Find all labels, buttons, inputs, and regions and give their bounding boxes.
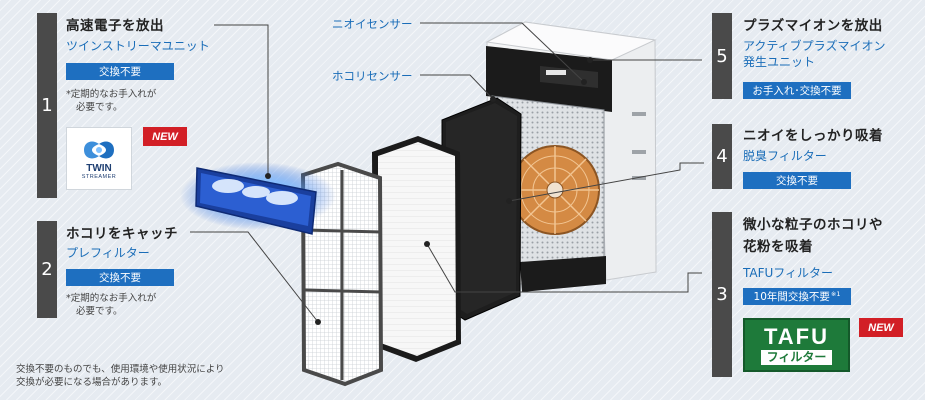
new-badge-tafu: NEW — [859, 318, 903, 337]
feature-number-2: 2 — [37, 221, 57, 318]
feature-4-badge: 交換不要 — [743, 172, 851, 189]
feature-2-note-line1: *定期的なお手入れが — [66, 293, 157, 304]
feature-3-badge-text: 10年間交換不要 — [753, 291, 830, 303]
prefilter-panel — [300, 161, 384, 387]
feature-number-4: 4 — [712, 124, 732, 189]
twin-streamer-logo: TWIN STREAMER — [66, 127, 132, 190]
feature-4-subtitle: 脱臭フィルター — [743, 149, 827, 163]
tafu-filter-logo: TAFU フィルター — [743, 318, 850, 372]
feature-3-title-line1: 微小な粒子のホコリや — [743, 217, 883, 233]
footnote-line1: 交換不要のものでも、使用環境や使用状況により — [16, 364, 225, 375]
tafu-logo-text: TAFU — [763, 324, 830, 349]
feature-1-subtitle: ツインストリーマユニット — [66, 39, 210, 53]
odor-sensor-label: ニオイセンサー — [332, 17, 413, 31]
feature-5-subtitle-line1: アクティブプラズマイオン — [743, 39, 886, 53]
new-badge-twin: NEW — [143, 127, 187, 146]
feature-5-title: プラズマイオンを放出 — [743, 18, 883, 34]
feature-1-note-line2: 必要です。 — [76, 102, 123, 113]
leader-lines — [190, 22, 704, 323]
twin-streamer-unit — [180, 162, 336, 235]
feature-2-title: ホコリをキャッチ — [66, 226, 178, 242]
feature-2-badge: 交換不要 — [66, 269, 174, 286]
feature-3-badge-mark: ※1 — [830, 290, 841, 298]
feature-number-1: 1 — [37, 13, 57, 198]
deodorizing-filter-panel — [372, 136, 461, 362]
streamer-logo-text: STREAMER — [81, 174, 117, 180]
twin-streamer-mark-icon — [84, 141, 114, 159]
feature-3-subtitle: TAFUフィルター — [743, 266, 834, 280]
feature-1-title: 高速電子を放出 — [66, 18, 164, 34]
twin-logo-text: TWIN — [86, 163, 112, 174]
feature-3-badge: 10年間交換不要※1 — [743, 288, 851, 305]
dust-sensor-label: ホコリセンサー — [332, 69, 413, 83]
feature-number-3: 3 — [712, 212, 732, 377]
feature-4-title: ニオイをしっかり吸着 — [743, 128, 883, 144]
leader-dots — [265, 57, 593, 325]
feature-1-note-line1: *定期的なお手入れが — [66, 89, 157, 100]
feature-1-note: *定期的なお手入れが 必要です。 — [66, 88, 156, 114]
feature-2-subtitle: プレフィルター — [66, 246, 150, 260]
footnote-line2: 交換が必要になる場合があります。 — [16, 377, 168, 388]
feature-1-badge: 交換不要 — [66, 63, 174, 80]
feature-2-note-line2: 必要です。 — [76, 306, 123, 317]
feature-5-subtitle-line2: 発生ユニット — [743, 55, 816, 69]
feature-number-5: 5 — [712, 13, 732, 99]
feature-5-badge: お手入れ･交換不要 — [743, 82, 851, 99]
feature-2-note: *定期的なお手入れが 必要です。 — [66, 292, 156, 318]
tafu-logo-subtext: フィルター — [760, 350, 833, 365]
air-purifier-body — [485, 21, 657, 292]
footnote: 交換不要のものでも、使用環境や使用状況により 交換が必要になる場合があります。 — [16, 363, 225, 389]
tafu-filter-panel — [441, 97, 522, 321]
feature-3-title-line2: 花粉を吸着 — [743, 239, 813, 255]
